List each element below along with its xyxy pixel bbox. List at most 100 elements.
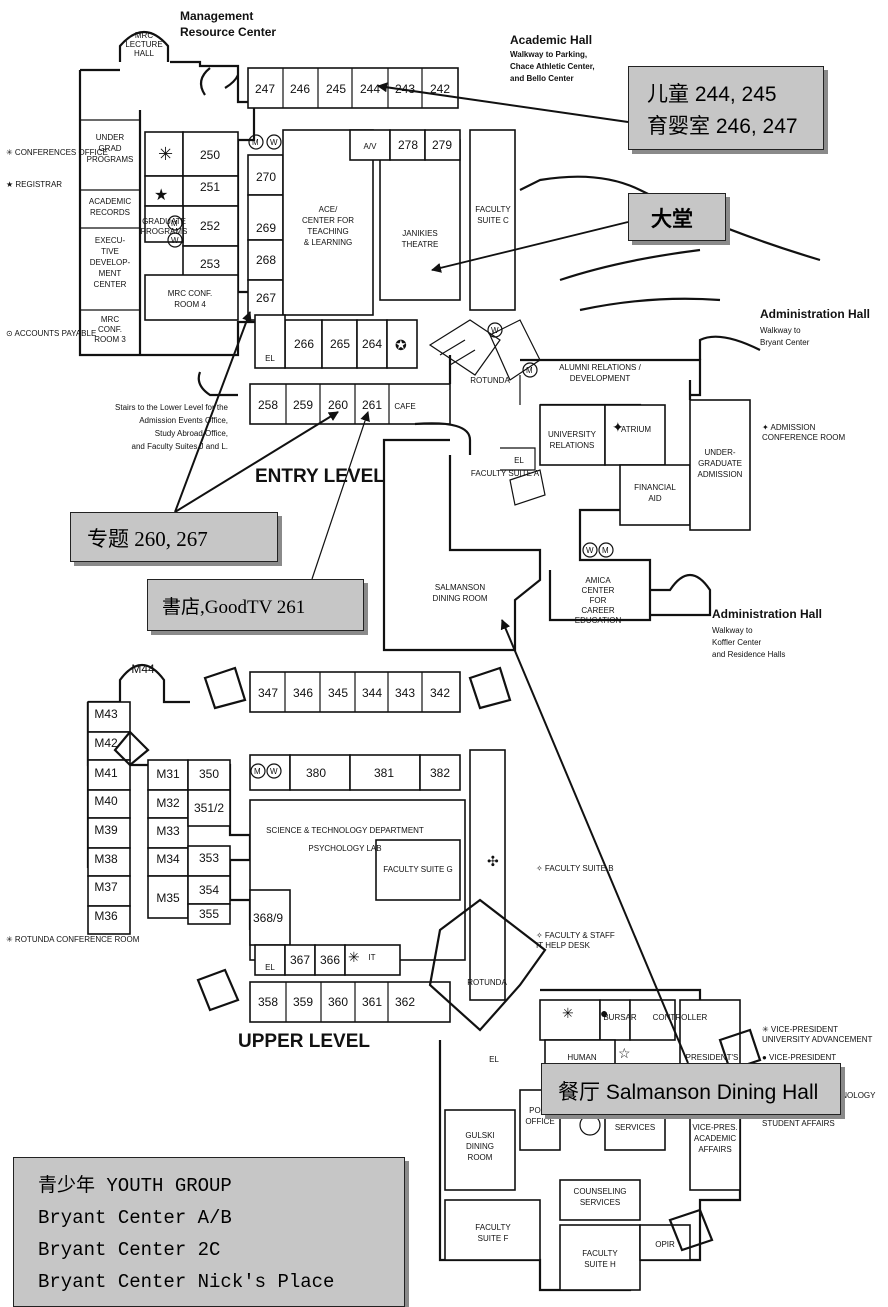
elevator-icon: W — [266, 134, 282, 150]
callout-children-line2: 育婴室 246, 247 — [647, 115, 798, 138]
room-label: 251 — [200, 180, 220, 194]
room-label: 264 — [362, 337, 382, 351]
svg-text:M: M — [526, 366, 533, 375]
room-alumni: DEVELOPMENT — [570, 374, 631, 383]
room-label: M35 — [156, 891, 180, 905]
room-mrc-lecture: HALL — [134, 49, 155, 58]
heading-admin1-sub: Walkway to — [760, 326, 801, 335]
room-label: 354 — [199, 883, 219, 897]
room-graduate-programs: PROGRAMS — [141, 227, 188, 236]
svg-text:W: W — [171, 236, 179, 245]
legend-conferences: ✳ CONFERENCES OFFICE — [6, 148, 108, 157]
room-label: 266 — [294, 337, 314, 351]
room-financial-aid: AID — [648, 494, 662, 503]
room-label: 279 — [432, 138, 452, 152]
room-label: 366 — [320, 953, 340, 967]
room-label: 252 — [200, 219, 220, 233]
legend-vice-president: ✳ VICE-PRESIDENT — [762, 1025, 838, 1034]
room-rotunda: ROTUNDA — [470, 376, 510, 385]
room-gulski-dining: ROOM — [468, 1153, 493, 1162]
legend-vice-president: ● VICE-PRESIDENT — [762, 1053, 836, 1062]
room-rotunda-upper: ROTUNDA — [467, 978, 507, 987]
room-post-office: POST — [529, 1106, 551, 1115]
room-label: 270 — [256, 170, 276, 184]
room-el-upper: EL — [265, 963, 275, 972]
room-amica: CENTER — [582, 586, 615, 595]
room-university-relations: RELATIONS — [550, 441, 595, 450]
elevator-icon: M — [522, 362, 538, 378]
heading-admin2-sub: Koffler Center — [712, 638, 762, 647]
legend-vice-president: STUDENT AFFAIRS — [762, 1119, 835, 1128]
room-label: 362 — [395, 995, 415, 1009]
room-mrc-lecture: MRC — [135, 31, 153, 40]
heading-academic-sub: and Bello Center — [510, 74, 574, 83]
room-label: 359 — [293, 995, 313, 1009]
callout-bookstore-text: 書店,GoodTV 261 — [162, 597, 306, 618]
room-post-office: OFFICE — [525, 1117, 554, 1126]
room-bursar: BURSAR — [603, 1013, 637, 1022]
room-label: M37 — [94, 880, 118, 894]
callout-arrows — [174, 82, 689, 1064]
room-label: 361 — [362, 995, 382, 1009]
room-label: M31 — [156, 767, 180, 781]
callout-hall-text: 大堂 — [651, 208, 693, 231]
room-amica: CAREER — [581, 606, 615, 615]
elevator-icon: W — [487, 322, 503, 338]
heading-academic-sub: Walkway to Parking, — [510, 50, 587, 59]
room-label: 350 — [199, 767, 219, 781]
room-counseling: COUNSELING — [574, 1187, 627, 1196]
room-ace: ACE/ — [319, 205, 338, 214]
room-label: 250 — [200, 148, 220, 162]
room-executive: DEVELOP- — [90, 258, 131, 267]
room-amica: AMICA — [585, 576, 611, 585]
compass-icon: ✣ — [487, 853, 499, 869]
callout-dining: 餐厅 Salmanson Dining Hall — [541, 1063, 841, 1115]
room-under-grad: UNDER — [96, 133, 125, 142]
legend-accounts-payable: ⊙ ACCOUNTS PAYABLE — [6, 329, 96, 338]
upper-level-walls — [86, 664, 762, 1292]
stairs-note: and Faculty Suites J and L. — [132, 442, 229, 451]
elevator-icon: W — [167, 232, 183, 248]
room-academic-records: RECORDS — [90, 208, 130, 217]
heading-admin2-sub: and Residence Halls — [712, 650, 785, 659]
room-label: 244 — [360, 82, 380, 96]
room-undergraduate-admission: ADMISSION — [698, 470, 743, 479]
dot-icon: ● — [600, 1005, 608, 1021]
star-outline-icon: ☆ — [618, 1045, 631, 1061]
room-counseling: SERVICES — [580, 1198, 620, 1207]
callout-topics: 专题 260, 267 — [70, 512, 278, 562]
youth-line-1: 青少年 YOUTH GROUP — [38, 1175, 232, 1197]
room-label: M41 — [94, 766, 118, 780]
room-mrc-conf-4: ROOM 4 — [174, 300, 206, 309]
elevator-icon: W — [266, 763, 282, 779]
star-icon: ★ — [154, 187, 168, 204]
room-salmanson: DINING ROOM — [432, 594, 487, 603]
room-faculty-suite-f: FACULTY — [475, 1223, 511, 1232]
callout-children: 儿童 244, 245 育婴室 246, 247 — [628, 66, 824, 150]
room-label: M39 — [94, 823, 118, 837]
heading-admin-hall-2: Administration Hall — [712, 607, 822, 621]
stairs-note: Admission Events Office, — [139, 416, 228, 425]
room-vp-academic: ACADEMIC — [694, 1134, 736, 1143]
legend-it-help-desk: ✧ FACULTY & STAFF — [536, 931, 615, 940]
room-controller: CONTROLLER — [653, 1013, 708, 1022]
elevator-icon: M — [598, 542, 614, 558]
stairs-note: Study Abroad Office, — [155, 429, 228, 438]
room-mrc-lecture: LECTURE — [125, 40, 162, 49]
room-label: M40 — [94, 794, 118, 808]
room-av: A/V — [364, 142, 378, 151]
legend-registrar: ★ REGISTRAR — [6, 180, 62, 189]
heading-admin1-sub: Bryant Center — [760, 338, 810, 347]
heading-admin-hall-1: Administration Hall — [760, 307, 870, 321]
room-label: 245 — [326, 82, 346, 96]
youth-line-3: Bryant Center 2C — [38, 1239, 221, 1261]
asterisk-icon: ✳ — [158, 144, 173, 164]
legend-faculty-suite-b: ✧ FACULTY SUITE B — [536, 864, 614, 873]
elevator-icon: W — [582, 542, 598, 558]
room-faculty-suite-h: SUITE H — [584, 1260, 616, 1269]
room-purchasing: SUPPORT — [616, 1112, 655, 1121]
room-science-tech: PSYCHOLOGY LAB — [308, 844, 381, 853]
legend-vice-president: UNIVERSITY ADVANCEMENT — [762, 1035, 873, 1044]
room-human-resources: HUMAN — [567, 1053, 597, 1062]
